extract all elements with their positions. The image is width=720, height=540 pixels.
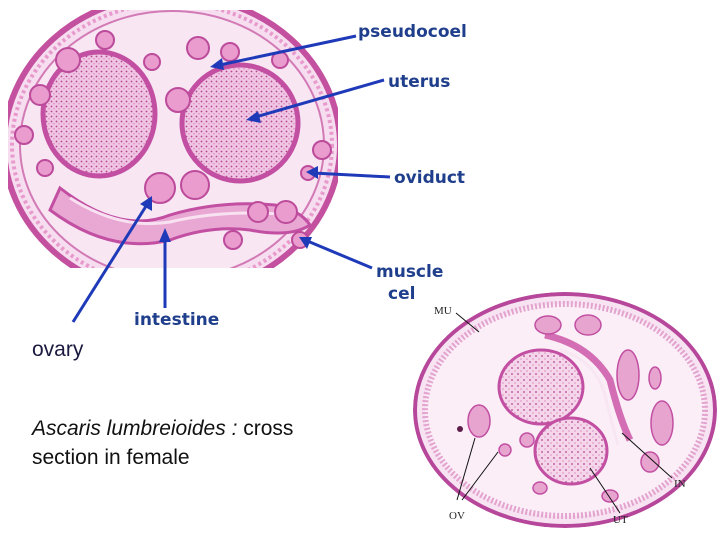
label-pseudocoel: pseudocoel [358, 22, 467, 42]
caption-line2: section in female [32, 446, 190, 469]
micrograph-leader-lines [455, 312, 673, 514]
species-name: Ascaris lumbreioides : [32, 417, 238, 440]
micrograph-label-ut: UT [613, 514, 628, 526]
caption-line1-rest: cross [237, 417, 294, 440]
label-uterus: uterus [388, 72, 451, 92]
label-cell: cel [388, 284, 416, 304]
callout-arrows [71, 34, 391, 323]
micrograph-label-mu: MU [434, 305, 452, 317]
worm-section-bottom [413, 292, 717, 528]
micrograph-label-ov: OV [449, 510, 465, 522]
worm-section-top [8, 10, 338, 268]
label-oviduct: oviduct [394, 168, 466, 188]
label-ovary: ovary [32, 338, 84, 361]
label-intestine: intestine [134, 310, 220, 330]
micrograph-label-in: IN [674, 478, 686, 490]
slide-caption: Ascaris lumbreioides : cross section in … [32, 414, 412, 472]
label-muscle: muscle [376, 262, 444, 282]
